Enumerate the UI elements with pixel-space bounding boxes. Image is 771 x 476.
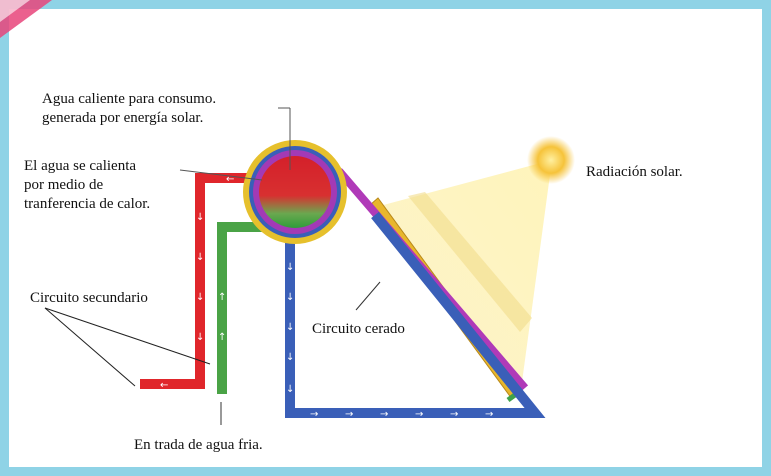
leader-secondary-2: [44, 307, 136, 387]
hot-water-pipe: [140, 173, 255, 389]
svg-text:↓: ↓: [196, 212, 204, 223]
svg-text:↑: ↑: [218, 332, 226, 343]
label-closed-circuit: Circuito cerado: [312, 321, 405, 337]
label-secondary-circuit: Circuito secundario: [30, 290, 148, 306]
svg-text:←: ←: [160, 380, 168, 391]
svg-text:→: →: [450, 409, 458, 420]
svg-text:↓: ↓: [286, 322, 294, 333]
svg-text:→: →: [380, 409, 388, 420]
label-cold-inlet: En trada de agua fria.: [134, 437, 263, 453]
water-tank: [259, 156, 331, 228]
cold-water-inlet-pipe: [217, 222, 268, 394]
label-solar-radiation: Radiación solar.: [586, 164, 683, 180]
corner-watermark: [0, 0, 52, 38]
svg-text:↓: ↓: [286, 292, 294, 303]
svg-text:↓: ↓: [286, 262, 294, 273]
svg-text:→: →: [310, 409, 318, 420]
svg-text:←: ←: [226, 174, 234, 185]
svg-text:→: →: [415, 409, 423, 420]
arrow-icon: ← ↓ ↓ ↓ ↓ ← ↓ ↓ ↓ ↓ ↓ → → → → → → ↑ ↑: [160, 174, 493, 420]
svg-text:↓: ↓: [196, 252, 204, 263]
svg-text:→: →: [345, 409, 353, 420]
leader-heat-transfer: [179, 169, 263, 181]
svg-text:↓: ↓: [286, 384, 294, 395]
label-heat-transfer: El agua se calienta por medio de tranfer…: [24, 158, 151, 212]
light-beam-stripe: [408, 192, 532, 332]
leader-closed-circuit: [355, 281, 381, 311]
svg-text:↓: ↓: [196, 292, 204, 303]
svg-text:↓: ↓: [286, 352, 294, 363]
sun-icon: [527, 136, 575, 184]
label-hot-water: Agua caliente para consumo. generada por…: [42, 91, 217, 126]
light-beam: [372, 160, 552, 382]
svg-text:→: →: [485, 409, 493, 420]
svg-text:↓: ↓: [196, 332, 204, 343]
svg-text:↑: ↑: [218, 292, 226, 303]
leader-secondary-1: [44, 307, 211, 365]
closed-circuit-pipe: [285, 211, 546, 418]
